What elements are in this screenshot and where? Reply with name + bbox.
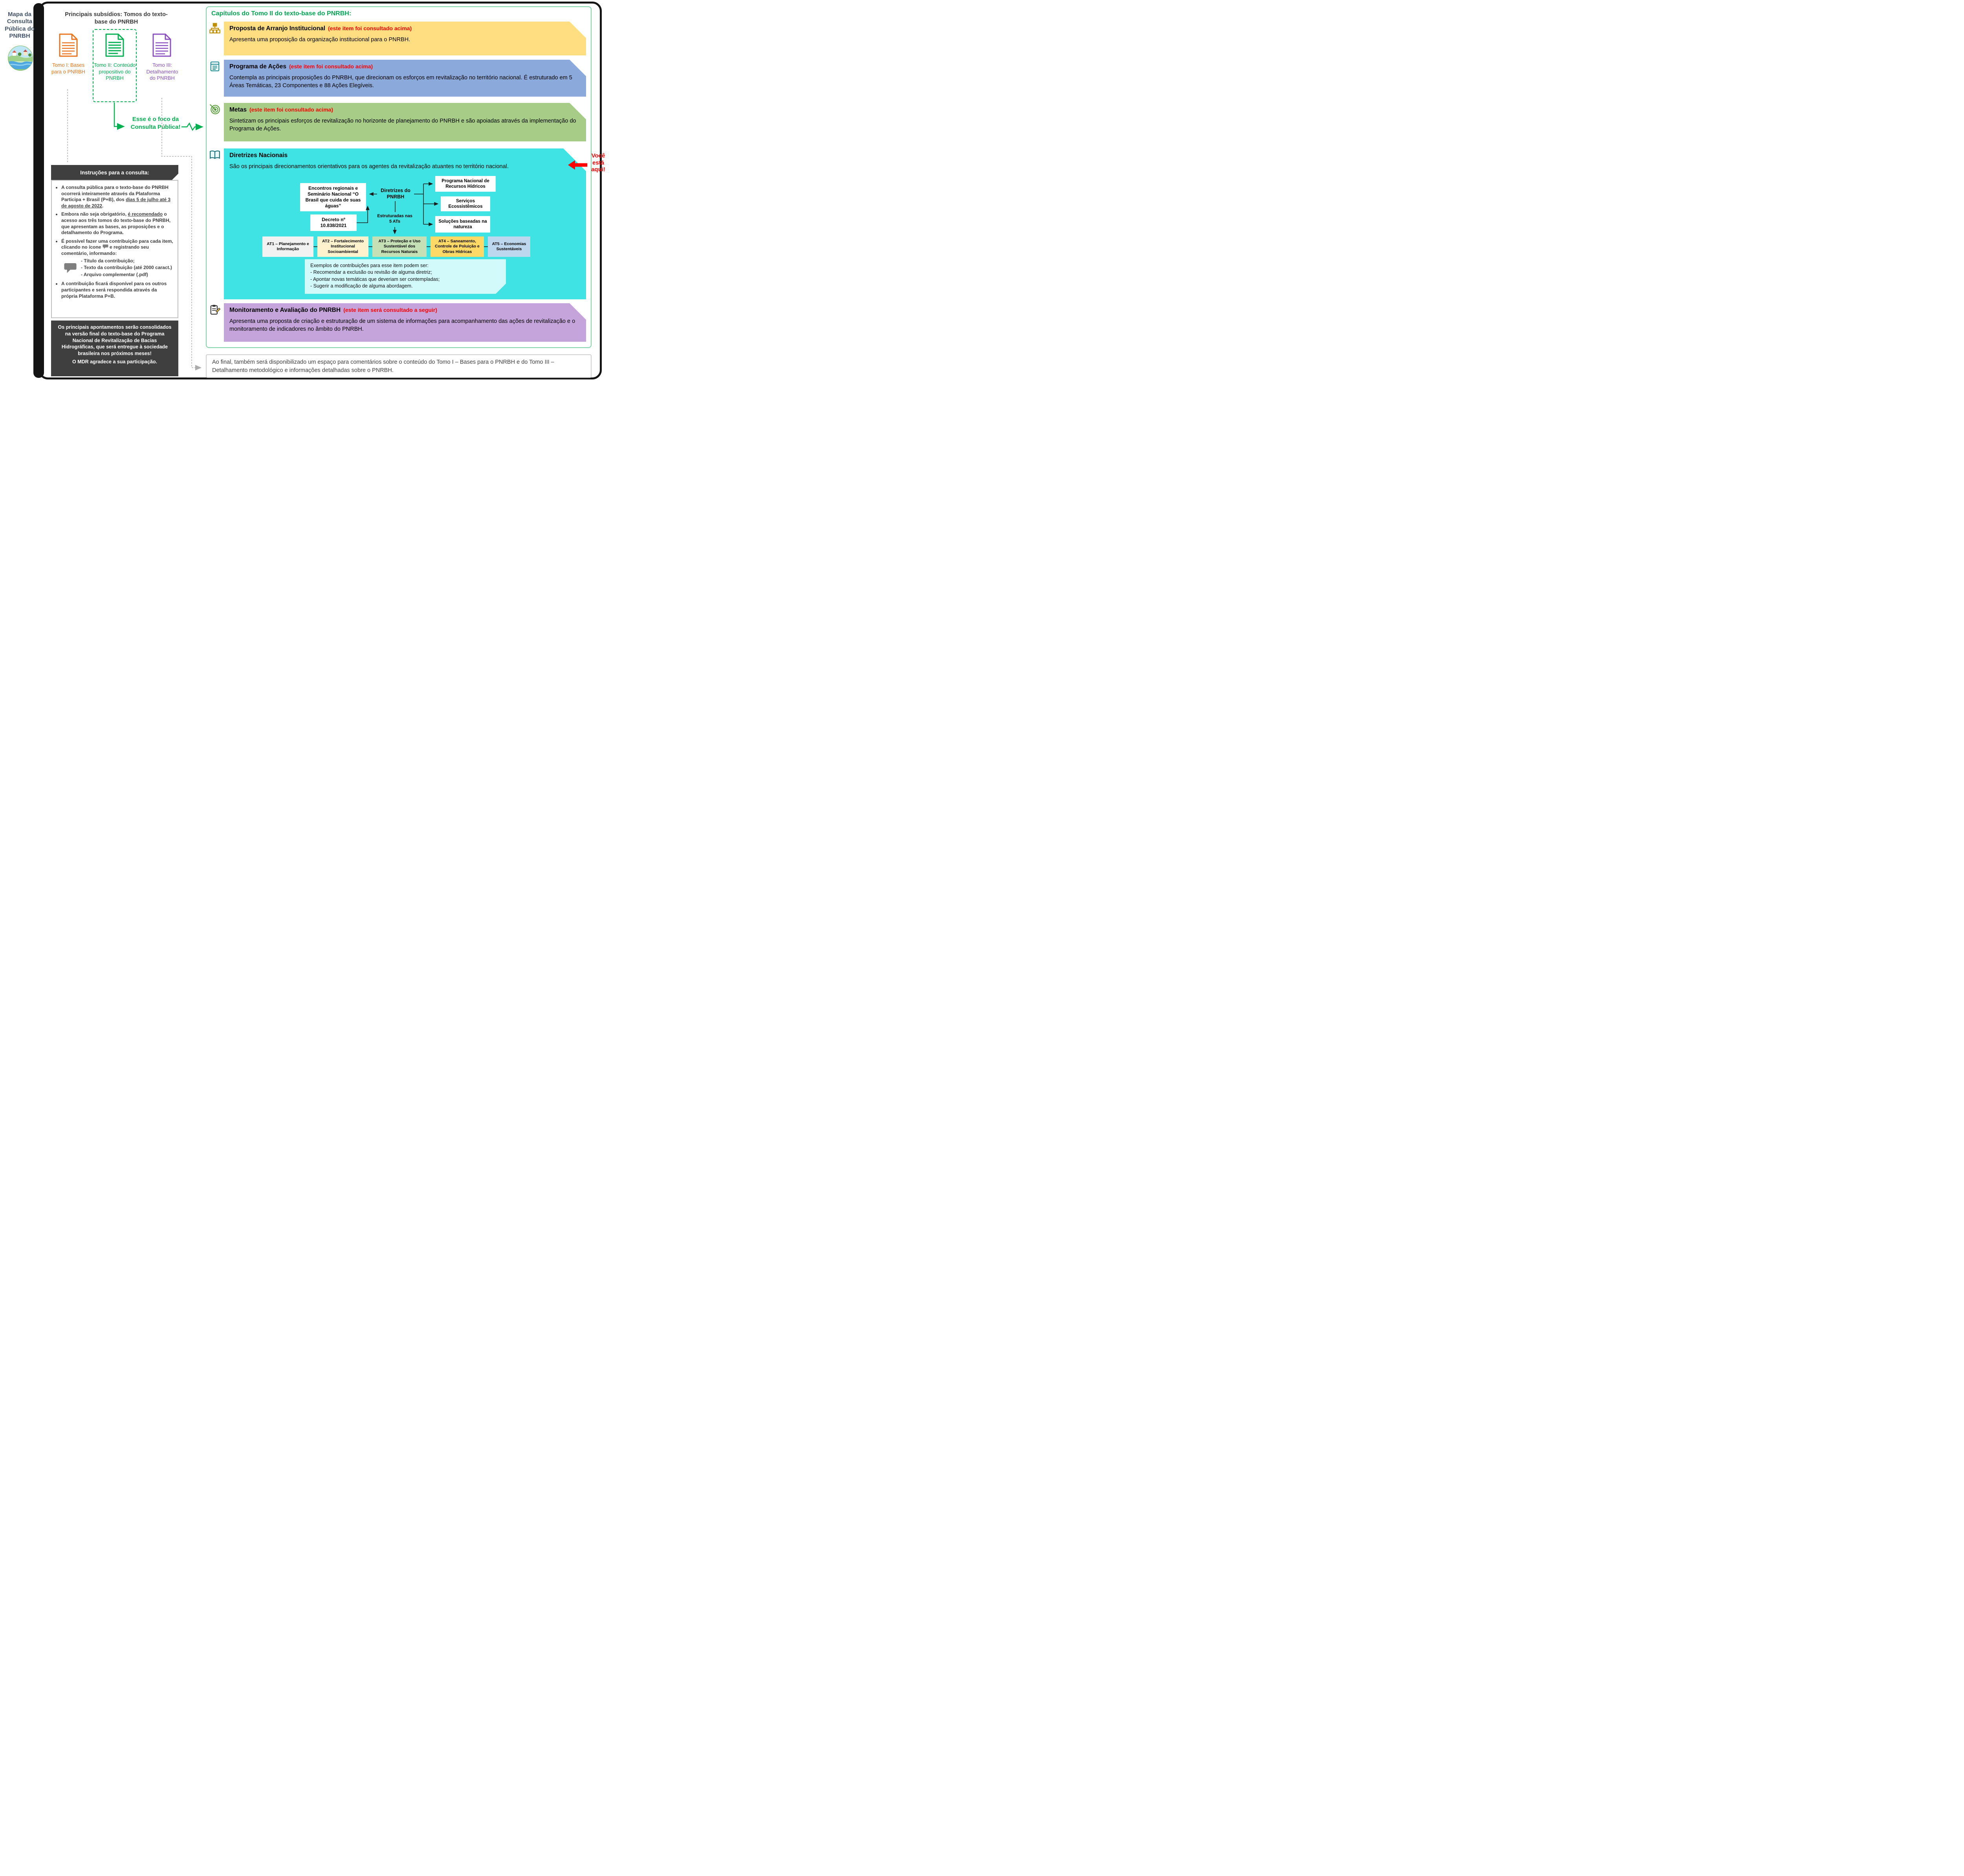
clipboard-pencil-icon [209,304,221,315]
document-page-icon-tomo2 [104,33,125,57]
section-description: Sintetizam os principais esforços de rev… [229,118,576,132]
tomo1-label: Tomo I: Bases para o PNRBH [51,62,85,75]
section-status-tag: (este item foi consultado acima) [249,106,333,113]
chapters-title: Capítulos do Tomo II do texto-base do PN… [211,10,352,17]
tomo2-focus-outline [93,29,137,102]
section-status-tag: (este item foi consultado acima) [328,25,412,31]
you-are-here-label: Você está aqui! [591,152,605,173]
section-programa-acoes: Programa de Ações(este item foi consulta… [224,60,586,97]
section-metas: Metas(este item foi consultado acima) Si… [224,103,586,141]
target-icon [209,104,220,115]
solucoes-natureza-box: Soluções baseadas na natureza [435,216,490,233]
open-book-icon [209,150,220,161]
section-description: Contempla as principais proposições do P… [229,75,572,89]
sub-item: - Texto da contribuição (até 2000 caract… [81,265,172,271]
focus-note: Esse é o foco da Consulta Pública! [130,116,181,130]
diretrizes-label: Diretrizes do PNRBH [381,188,410,200]
at2-box: AT2 – Fortalecimento Institucional Socio… [317,236,368,257]
examples-item: - Sugerir a modificação de alguma aborda… [310,283,413,289]
final-remarks-box: Os principais apontamentos serão consoli… [51,321,178,376]
program-notebook-icon [209,61,220,72]
section-description: São os principais direcionamentos orient… [229,163,509,170]
estruturadas-label: Estruturadas nas 5 ATs [377,214,412,224]
instructions-header: Instruções para a consulta: [51,165,178,180]
recursos-hidricos-box: Programa Nacional de Recursos Hídricos [435,176,496,192]
footer-note: Ao final, também será disponibilizado um… [206,354,592,378]
document-page-icon-tomo3 [152,33,172,57]
page-title: Mapa da Consulta Pública do PNRBH [5,11,35,39]
section-status-tag: (este item será consultado a seguir) [343,307,437,313]
section-description: Apresenta uma proposta de criação e estr… [229,318,575,333]
final-thanks-text: O MDR agradece a sua participação. [72,359,158,365]
speech-bubble-icon [103,244,108,249]
encontros-box: Encontros regionais e Seminário Nacional… [300,183,366,211]
speech-bubble-icon [64,263,77,273]
tomo3-label: Tomo III: Detalhamento do PNRBH [146,62,178,81]
at5-box: AT5 – Economias Sustentáveis [488,236,530,257]
section-arranjo-institucional: Proposta de Arranjo Institucional(este i… [224,22,586,55]
instruction-item: A contribuição ficará disponível para os… [61,281,174,299]
infographic-canvas: Mapa da Consulta Pública do PNRBH Princi… [0,0,607,383]
section-title: Metas [229,106,247,113]
sub-item: - Arquivo complementar (.pdf) [81,271,148,277]
section-title: Diretrizes Nacionais [229,152,288,159]
contribution-fields: - Título da contribuição; - Texto da con… [64,258,174,279]
section-status-tag: (este item foi consultado acima) [289,63,373,70]
servicos-ecossistemicos-box: Serviços Ecossistêmicos [441,196,490,211]
instruction-item: É possível fazer uma contribuição para c… [61,238,174,279]
at1-box: AT1 – Planejamento e Informação [262,236,313,257]
binder-spine [33,3,44,378]
document-page-icon-tomo1 [58,33,79,57]
tomo2-label: Tomo II: Conteúdo propositivo do PNRBH [93,62,136,81]
section-description: Apresenta uma proposição da organização … [229,37,410,43]
section-monitoramento: Monitoramento e Avaliação do PNRBH(este … [224,303,586,342]
instruction-item: Embora não seja obrigatório, é recomenda… [61,211,174,236]
final-remarks-text: Os principais apontamentos serão consoli… [58,324,172,356]
org-chart-icon [209,23,220,34]
decreto-box: Decreto nº 10.838/2021 [310,214,357,231]
examples-title: Exemplos de contribuições para esse item… [310,263,429,268]
at3-box: AT3 – Proteção e Uso Sustentável dos Rec… [372,236,427,257]
landscape-river-logo-icon [8,46,33,71]
sub-item: - Título da contribuição; [81,258,135,264]
examples-box: Exemplos de contribuições para esse item… [305,259,506,294]
section-title: Programa de Ações [229,63,287,70]
examples-item: - Recomendar a exclusão ou revisão de al… [310,269,432,275]
section-title: Proposta de Arranjo Institucional [229,25,326,32]
instructions-body: A consulta pública para o texto-base do … [51,180,178,318]
examples-item: - Apontar novas temáticas que deveriam s… [310,276,440,282]
subsidios-heading: Principais subsídios: Tomos do texto-bas… [65,11,168,25]
at4-box: AT4 – Saneamento, Controle de Poluição e… [431,236,484,257]
instruction-item: A consulta pública para o texto-base do … [61,185,174,209]
section-title: Monitoramento e Avaliação do PNRBH [229,307,341,313]
